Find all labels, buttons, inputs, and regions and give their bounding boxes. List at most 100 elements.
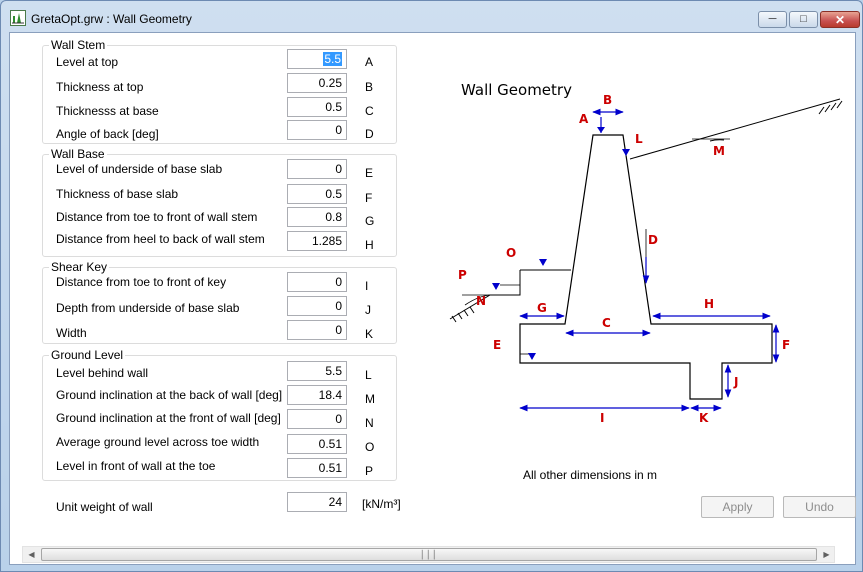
letter-f: F (365, 191, 373, 205)
input-angle-of-back[interactable]: 0 (287, 120, 347, 140)
window-title: GretaOpt.grw : Wall Geometry (31, 12, 192, 26)
diagram-label-l: L (635, 132, 643, 146)
letter-j: J (365, 303, 371, 317)
input-heel-to-back-stem[interactable]: 1.285 (287, 231, 347, 251)
grip-icon: │││ (420, 550, 438, 559)
diagram-label-g: G (537, 301, 547, 315)
letter-h: H (365, 238, 374, 252)
wall-geometry-diagram: Wall Geometry (449, 81, 843, 482)
letter-n: N (365, 416, 374, 430)
group-wall-base: Wall Base (42, 147, 397, 257)
input-inclination-back[interactable]: 18.4 (287, 385, 347, 405)
label-heel-to-back-stem: Distance from heel to back of wall stem (56, 232, 265, 246)
diagram-label-a: A (579, 112, 589, 126)
letter-i: I (365, 279, 369, 293)
close-icon: ✕ (834, 12, 846, 27)
label-toe-to-front-stem: Distance from toe to front of wall stem (56, 210, 258, 224)
diagram-label-d: D (648, 233, 658, 247)
diagram-label-e: E (493, 338, 501, 352)
label-level-front-toe: Level in front of wall at the toe (56, 459, 216, 473)
title-bar[interactable]: GretaOpt.grw : Wall Geometry ─ □ ✕ (1, 1, 862, 31)
scroll-thumb[interactable]: │││ (41, 548, 817, 561)
maximize-button[interactable]: □ (789, 11, 818, 28)
diagram-label-p: P (458, 268, 467, 282)
diagram-label-n: N (476, 294, 486, 308)
group-title-wall-base: Wall Base (49, 147, 107, 161)
group-title-wall-stem: Wall Stem (49, 38, 108, 52)
input-level-underside-base[interactable]: 0 (287, 159, 347, 179)
letter-o: O (365, 440, 375, 454)
group-wall-stem: Wall Stem (42, 38, 397, 144)
label-level-underside-base: Level of underside of base slab (56, 162, 223, 176)
diagram-note: All other dimensions in m (523, 468, 657, 482)
label-thickness-base-slab: Thickness of base slab (56, 187, 179, 201)
label-thickness-at-top: Thickness at top (56, 80, 144, 94)
app-icon (10, 10, 26, 26)
letter-b: B (365, 80, 374, 94)
letter-m: M (365, 392, 375, 406)
input-thickness-at-top[interactable]: 0.25 (287, 73, 347, 93)
label-unit-weight: Unit weight of wall (56, 500, 153, 514)
letter-e: E (365, 166, 374, 180)
input-thickness-base-slab[interactable]: 0.5 (287, 184, 347, 204)
letter-a: A (365, 55, 374, 69)
label-level-at-top: Level at top (56, 55, 119, 69)
group-ground-level: Ground Level (42, 348, 397, 481)
dialog-client-area: Wall Stem Level at top 5.5 A Thickness a… (9, 32, 856, 565)
group-title-shear-key: Shear Key (49, 260, 110, 274)
wall-outline (519, 134, 773, 400)
input-thickness-at-base[interactable]: 0.5 (287, 97, 347, 117)
scroll-right-icon[interactable]: ▶ (823, 550, 830, 559)
input-toe-to-front-stem[interactable]: 0.8 (287, 207, 347, 227)
diagram-label-h: H (704, 297, 714, 311)
diagram-title: Wall Geometry (461, 81, 572, 99)
apply-button[interactable]: Apply (701, 496, 774, 518)
input-toe-to-front-key[interactable]: 0 (287, 272, 347, 292)
letter-l: L (365, 368, 372, 382)
group-shear-key: Shear Key (42, 260, 397, 344)
label-average-ground-level: Average ground level across toe width (56, 435, 260, 449)
label-angle-of-back: Angle of back [deg] (56, 127, 159, 141)
diagram-label-i: I (600, 411, 604, 425)
diagram-label-o: O (506, 246, 516, 260)
input-level-behind-wall[interactable]: 5.5 (287, 361, 347, 381)
letter-g: G (365, 214, 375, 228)
close-button[interactable]: ✕ (820, 11, 860, 28)
diagram-label-c: C (602, 316, 611, 330)
diagram-label-m: M (713, 144, 725, 158)
scroll-left-icon[interactable]: ◀ (28, 550, 35, 559)
letter-d: D (365, 127, 374, 141)
input-key-width[interactable]: 0 (287, 320, 347, 340)
group-title-ground-level: Ground Level (49, 348, 126, 362)
input-level-at-top-value: 5.5 (323, 52, 342, 66)
label-thickness-at-base: Thicknesss at base (56, 104, 159, 118)
diagram-label-f: F (782, 338, 790, 352)
label-depth-underside-slab: Depth from underside of base slab (56, 301, 240, 315)
input-average-ground-level[interactable]: 0.51 (287, 434, 347, 454)
label-toe-to-front-key: Distance from toe to front of key (56, 275, 227, 289)
input-level-at-top[interactable]: 5.5 (287, 49, 347, 69)
diagram-label-b: B (603, 93, 612, 107)
maximize-icon: □ (800, 13, 807, 25)
label-inclination-front: Ground inclination at the front of wall … (56, 411, 281, 425)
input-unit-weight[interactable]: 24 (287, 492, 347, 512)
minimize-button[interactable]: ─ (758, 11, 787, 28)
letter-p: P (365, 464, 374, 478)
horizontal-scrollbar[interactable]: ◀ │││ ▶ (22, 546, 835, 563)
letter-k: K (365, 327, 374, 341)
input-depth-underside-slab[interactable]: 0 (287, 296, 347, 316)
unit-label: [kN/m³] (362, 497, 401, 511)
input-inclination-front[interactable]: 0 (287, 409, 347, 429)
undo-button[interactable]: Undo (783, 496, 856, 518)
label-inclination-back: Ground inclination at the back of wall [… (56, 388, 283, 402)
label-key-width: Width (56, 326, 87, 340)
reference-lines (462, 138, 730, 355)
letter-c: C (365, 104, 374, 118)
minimize-icon: ─ (768, 13, 777, 25)
diagram-label-j: J (733, 375, 738, 389)
level-markers (492, 127, 630, 360)
input-level-front-toe[interactable]: 0.51 (287, 458, 347, 478)
diagram-label-k: K (699, 411, 709, 425)
label-level-behind-wall: Level behind wall (56, 366, 149, 380)
